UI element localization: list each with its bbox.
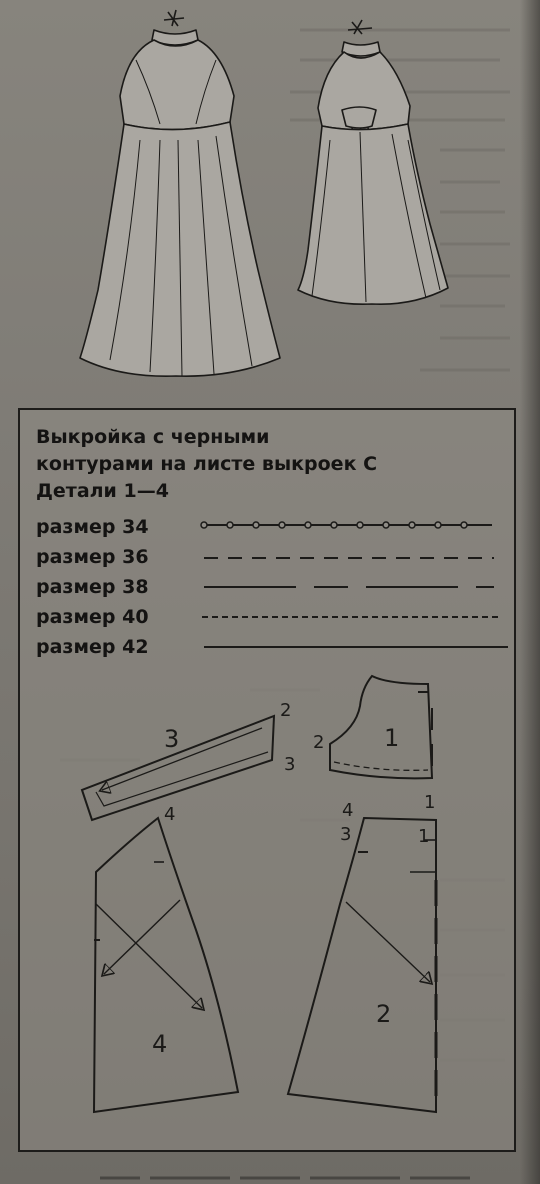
legend-row-size-40: размер 40: [36, 602, 516, 632]
pattern-piece-3: [80, 714, 276, 822]
piece-2-number: 2: [376, 1000, 391, 1028]
legend-row-size-36: размер 36: [36, 542, 516, 572]
piece-1-number: 1: [384, 724, 399, 752]
bottom-bleed-text: [100, 1176, 470, 1180]
legend-label: размер 34: [36, 516, 149, 538]
legend-row-size-38: размер 38: [36, 572, 516, 602]
dress-illustrations: [79, 9, 449, 377]
legend-label: размер 36: [36, 546, 149, 568]
piece-4-number: 4: [152, 1030, 167, 1058]
legend-label: размер 38: [36, 576, 149, 598]
mark-1-bodice: 1: [424, 792, 435, 813]
dress-front-view: [79, 9, 281, 377]
pattern-piece-2: [286, 816, 438, 1114]
pattern-piece-1: [329, 674, 434, 780]
line-style-solid: [204, 646, 508, 648]
legend-row-size-42: размер 42: [36, 632, 516, 662]
pattern-piece-4: [92, 816, 240, 1114]
pattern-info-box: [18, 408, 516, 1152]
legend-label: размер 40: [36, 606, 149, 628]
page-binding-shadow: [520, 0, 540, 1184]
mark-3-strap: 3: [284, 754, 295, 775]
mark-4-skirt-right: 4: [342, 800, 353, 821]
header-line-3: Детали 1—4: [36, 480, 169, 502]
line-style-long-dash: [204, 557, 494, 559]
pattern-header: Выкройка с черными контурами на листе вы…: [36, 424, 516, 505]
line-style-dot-dash: [200, 521, 492, 529]
line-style-dash-long: [204, 586, 494, 588]
size-legend: размер 34 размер 36 размер 38: [36, 512, 516, 662]
header-line-2: контурами на листе выкроек С: [36, 453, 378, 475]
mark-1-skirt-right: 1: [418, 826, 429, 847]
mark-3-skirt-right: 3: [340, 824, 351, 845]
legend-label: размер 42: [36, 636, 149, 658]
mark-4-skirt-left: 4: [164, 804, 175, 825]
mark-2-bodice: 2: [313, 732, 324, 753]
legend-row-size-34: размер 34: [36, 512, 516, 542]
dress-back-view: [297, 19, 449, 306]
piece-3-number: 3: [164, 725, 179, 753]
header-line-1: Выкройка с черными: [36, 426, 270, 448]
mark-2-strap: 2: [280, 700, 291, 721]
